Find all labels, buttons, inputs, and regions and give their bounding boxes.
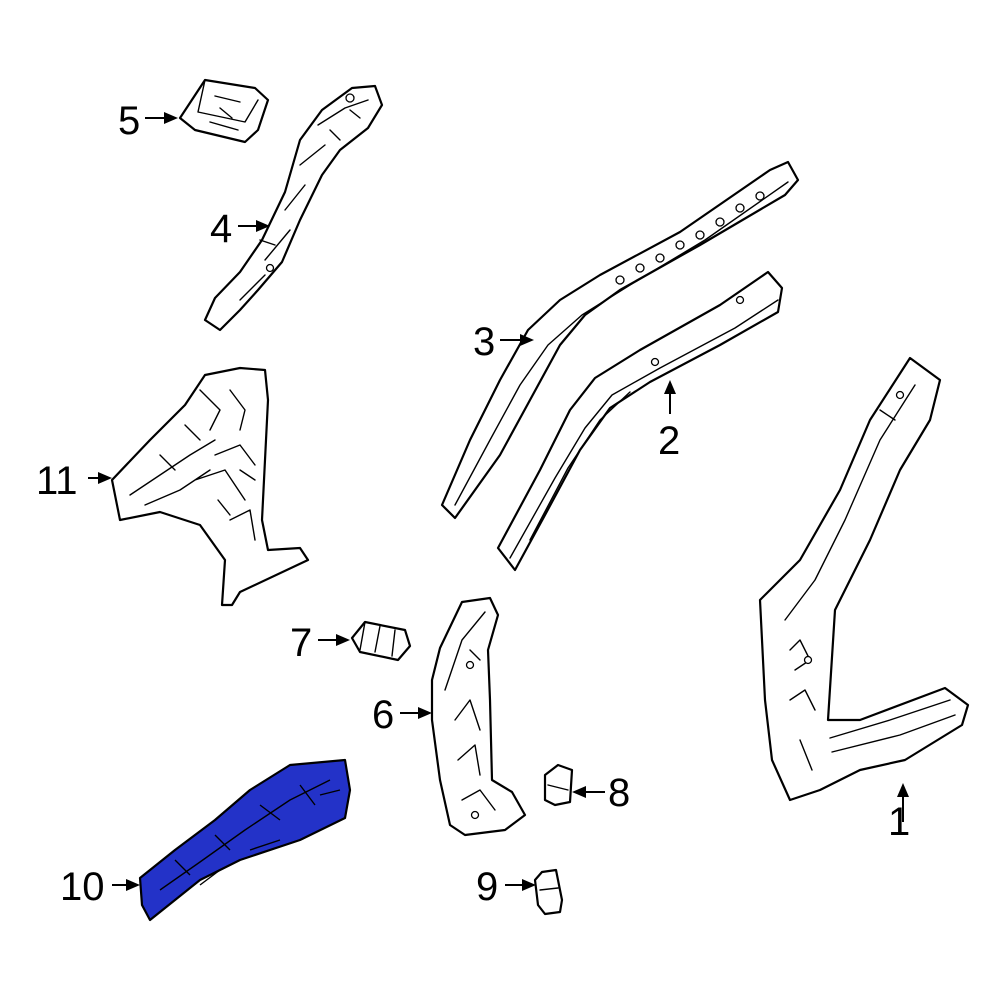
- callout-4: 4: [210, 207, 270, 251]
- callout-3: 3: [473, 320, 534, 364]
- callout-5: 5: [118, 99, 178, 143]
- callout-label-1: 1: [888, 800, 910, 844]
- callout-11: 11: [36, 459, 112, 503]
- part-3[interactable]: [440, 160, 800, 520]
- callout-label-8: 8: [608, 771, 630, 815]
- callout-2: 2: [658, 380, 680, 463]
- callout-label-11: 11: [36, 459, 78, 503]
- part-5[interactable]: [178, 78, 270, 144]
- part-9[interactable]: [533, 868, 564, 916]
- callout-label-2: 2: [658, 419, 680, 463]
- part-10[interactable]: [138, 758, 352, 922]
- part-1[interactable]: [758, 356, 970, 802]
- callout-label-9: 9: [476, 865, 498, 909]
- callout-1: 1: [888, 783, 910, 844]
- callout-6: 6: [372, 693, 432, 737]
- callout-9: 9: [476, 865, 536, 909]
- callout-label-6: 6: [372, 693, 394, 737]
- callout-8: 8: [572, 771, 630, 815]
- part-6[interactable]: [430, 596, 527, 837]
- part-8[interactable]: [543, 763, 574, 807]
- callout-label-7: 7: [290, 621, 312, 665]
- callout-label-10: 10: [60, 865, 105, 909]
- part-2[interactable]: [496, 270, 784, 572]
- callout-10: 10: [60, 865, 140, 909]
- part-7[interactable]: [350, 620, 412, 662]
- callout-label-4: 4: [210, 207, 232, 251]
- callout-label-3: 3: [473, 320, 495, 364]
- part-4[interactable]: [203, 84, 384, 332]
- callout-7: 7: [290, 621, 350, 665]
- part-11[interactable]: [110, 366, 310, 607]
- callout-label-5: 5: [118, 99, 140, 143]
